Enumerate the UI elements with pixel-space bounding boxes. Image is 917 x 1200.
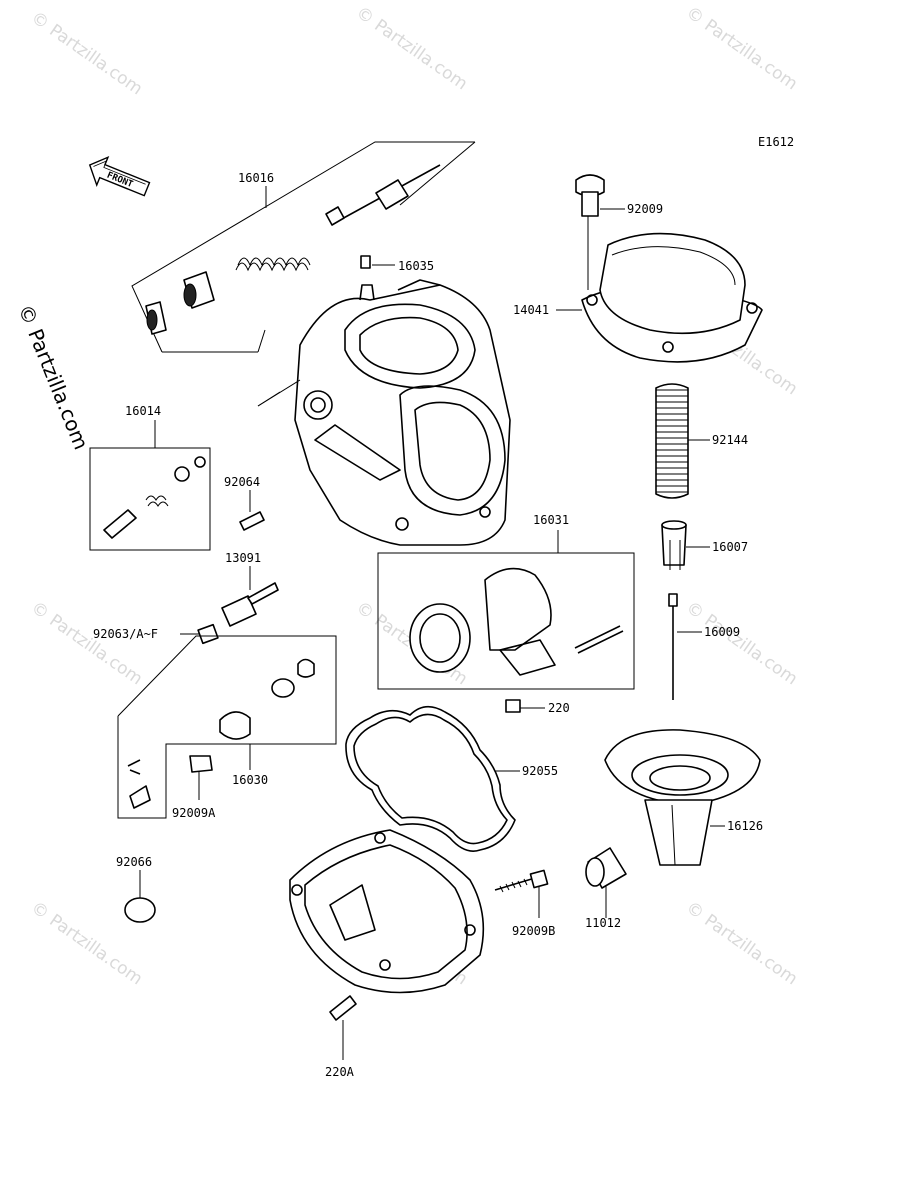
part-group-16030	[117, 635, 337, 819]
part-92066-plug	[124, 870, 156, 923]
callout-16035: 16035	[398, 259, 434, 273]
callout-11012: 11012	[585, 916, 621, 930]
callout-220A: 220A	[325, 1065, 355, 1079]
callout-16007: 16007	[712, 540, 748, 554]
part-group-16031	[377, 530, 635, 690]
callout-16016: 16016	[238, 171, 274, 185]
callout-16009: 16009	[704, 625, 740, 639]
watermark: © Partzilla.com	[682, 898, 801, 990]
part-11012-cap	[585, 847, 627, 889]
callout-92144: 92144	[712, 433, 748, 447]
part-220A-screw	[329, 995, 357, 1060]
callout-labels: 16016 16035 92009 14041 16014 92144 9206…	[93, 171, 763, 1079]
front-arrow-icon: FRONT	[88, 155, 151, 197]
leader-lines	[180, 208, 725, 918]
callout-16031: 16031	[533, 513, 569, 527]
float-bowl	[289, 829, 485, 994]
carburetor-body	[257, 279, 511, 546]
callout-16030: 16030	[232, 773, 268, 787]
callout-92066: 92066	[116, 855, 152, 869]
part-92063-jet	[197, 623, 219, 645]
part-14041-cover	[581, 232, 763, 363]
part-16035-jet	[360, 255, 371, 269]
callout-13091: 13091	[225, 551, 261, 565]
watermark: © Partzilla.com	[682, 3, 801, 95]
callout-92009B: 92009B	[512, 924, 555, 938]
part-92144-spring	[655, 383, 689, 499]
part-220-screw	[505, 699, 545, 713]
part-92009-screw	[575, 174, 605, 290]
callout-92055: 92055	[522, 764, 558, 778]
watermark: © Partzilla.com	[682, 598, 801, 690]
watermark: © Partzilla.com	[27, 598, 146, 690]
callout-92009A: 92009A	[172, 806, 216, 820]
part-92064-jet	[239, 490, 265, 531]
part-13091-screw	[221, 566, 279, 627]
callout-92009: 92009	[627, 202, 663, 216]
part-92009B-screw	[494, 869, 549, 893]
callout-92063: 92063/A~F	[93, 627, 158, 641]
side-watermark: © Partzilla.com	[13, 301, 93, 453]
callout-16014: 16014	[125, 404, 161, 418]
part-group-16014	[89, 420, 211, 551]
callout-220: 220	[548, 701, 570, 715]
part-16126-diaphragm	[604, 729, 761, 866]
watermark: © Partzilla.com	[352, 3, 471, 95]
callout-92064: 92064	[224, 475, 260, 489]
part-16009-needle	[668, 593, 678, 700]
part-16007-holder	[661, 520, 687, 570]
diagram-code: E1612	[758, 135, 794, 149]
part-92055-gasket	[345, 705, 516, 852]
watermark: © Partzilla.com	[27, 8, 146, 100]
part-group-16016	[131, 141, 476, 353]
callout-14041: 14041	[513, 303, 549, 317]
callout-16126: 16126	[727, 819, 763, 833]
